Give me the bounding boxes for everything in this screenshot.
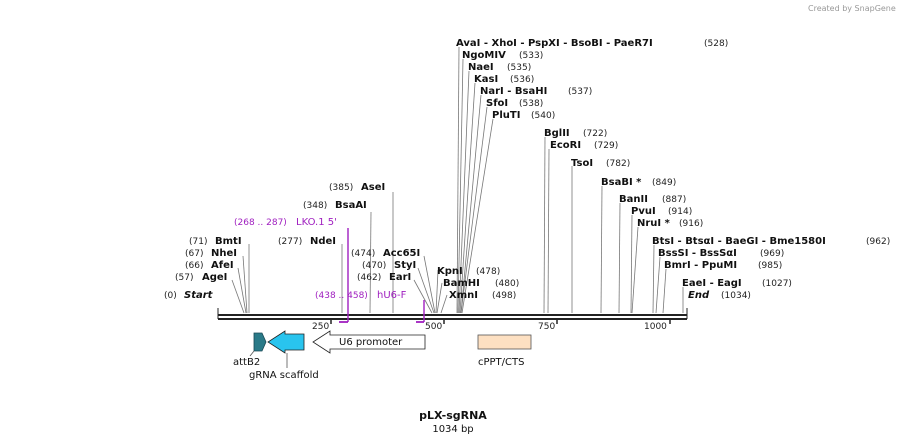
site-nhei: NheI [211, 248, 237, 259]
site-pos-ndei: (277) [278, 237, 302, 247]
site-pos-acc65i: (474) [351, 249, 375, 259]
feature-cppt-cts [477, 334, 532, 350]
site-styi: StyI [394, 260, 416, 271]
site-pos-pluti: (540) [531, 111, 555, 121]
site-agei: AgeI [202, 272, 227, 283]
site-pos-nari-bsahi: (537) [568, 87, 592, 97]
feature-label-grna-scaffold: gRNA scaffold [249, 370, 319, 381]
primer-marks [339, 228, 425, 323]
site-tsoi: TsoI [571, 158, 593, 169]
plasmid-name: pLX-sgRNA [419, 409, 487, 422]
tick-1000: 1000 [644, 322, 667, 332]
site-ngomiv: NgoMIV [462, 50, 506, 61]
site-pvui: PvuI [631, 206, 656, 217]
feature-label-u6-promoter: U6 promoter [339, 337, 403, 348]
site-pos-eaei-group: (1027) [762, 279, 792, 289]
primer-label-lko: LKO.1 5' [296, 217, 337, 228]
site-pos-ecori: (729) [594, 141, 618, 151]
site-pos-afei: (66) [185, 261, 203, 271]
site-naei: NaeI [468, 62, 494, 73]
site-banii: BanII [619, 194, 648, 205]
site-pos-sfoi: (538) [519, 99, 543, 109]
site-pos-kpni: (478) [476, 267, 500, 277]
tick-500: 500 [425, 322, 442, 332]
site-pos-styi: (470) [362, 261, 386, 271]
site-pos-bmri-group: (985) [758, 261, 782, 271]
start-pos: (0) [164, 291, 177, 301]
site-pos-bamhi: (480) [495, 279, 519, 289]
site-pos-avai-group: (528) [704, 39, 728, 49]
site-pos-asei: (385) [329, 183, 353, 193]
feature-label-cppt-cts: cPPT/CTS [478, 357, 524, 368]
tick-750: 750 [538, 322, 555, 332]
site-afei: AfeI [211, 260, 234, 271]
ruler: 250 500 750 1000 [312, 319, 671, 332]
site-ecori: EcoRI [550, 140, 581, 151]
site-pos-nrui: (916) [679, 219, 703, 229]
site-pos-ngomiv: (533) [519, 51, 543, 61]
site-nari-bsahi: NarI - BsaHI [480, 86, 547, 97]
end-label: End [688, 290, 710, 301]
site-acc65i: Acc65I [383, 248, 420, 259]
primer-range-lko: (268 .. 287) [234, 218, 287, 228]
feature-attb2 [249, 332, 267, 357]
site-eari: EarI [389, 272, 411, 283]
site-pos-bsssi-group: (969) [760, 249, 784, 259]
site-bamhi: BamHI [443, 278, 480, 289]
tick-250: 250 [312, 322, 329, 332]
site-sfoi: SfoI [486, 98, 508, 109]
site-pos-btsi-group: (962) [866, 237, 890, 247]
site-pos-naei: (535) [507, 63, 531, 73]
site-pos-kasi: (536) [510, 75, 534, 85]
site-bsaai: BsaAI [335, 200, 367, 211]
primer-label-hu6: hU6-F [377, 290, 407, 301]
site-btsi-group: BtsI - BtsαI - BaeGI - Bme1580I [652, 236, 826, 247]
site-ndei: NdeI [310, 236, 336, 247]
site-bglii: BglII [544, 128, 570, 139]
site-pos-nhei: (67) [185, 249, 203, 259]
site-pos-bmti: (71) [189, 237, 207, 247]
primer-range-hu6: (438 .. 458) [315, 291, 368, 301]
feature-grna-scaffold [267, 330, 305, 368]
snapgene-credit: Created by SnapGene [808, 4, 896, 13]
start-label: Start [184, 290, 214, 301]
feature-u6-promoter [312, 330, 426, 354]
site-bmri-group: BmrI - PpuMI [664, 260, 737, 271]
site-pluti: PluTI [492, 110, 520, 121]
site-pos-bsabi: (849) [652, 178, 676, 188]
site-xmni: XmnI [449, 290, 478, 301]
site-bsssi-group: BssSI - BssSαI [658, 248, 737, 259]
site-pos-eari: (462) [357, 273, 381, 283]
site-eaei-group: EaeI - EagI [682, 278, 742, 289]
site-pos-pvui: (914) [668, 207, 692, 217]
site-pos-xmni: (498) [492, 291, 516, 301]
site-asei: AseI [361, 182, 385, 193]
dna-backbone [217, 308, 688, 320]
site-pos-banii: (887) [662, 195, 686, 205]
feature-label-attb2: attB2 [233, 357, 260, 368]
plasmid-length: 1034 bp [432, 424, 473, 435]
site-pos-bsaai: (348) [303, 201, 327, 211]
end-pos: (1034) [721, 291, 751, 301]
site-avai-group: AvaI - XhoI - PspXI - BsoBI - PaeR7I [456, 38, 653, 49]
site-bsabi: BsaBI * [601, 177, 642, 188]
site-kasi: KasI [474, 74, 498, 85]
site-kpni: KpnI [437, 266, 463, 277]
site-pos-tsoi: (782) [606, 159, 630, 169]
site-bmti: BmtI [215, 236, 242, 247]
site-pos-bglii: (722) [583, 129, 607, 139]
cut-site-leaders [231, 46, 684, 314]
site-pos-agei: (57) [175, 273, 193, 283]
site-nrui: NruI * [637, 218, 671, 229]
